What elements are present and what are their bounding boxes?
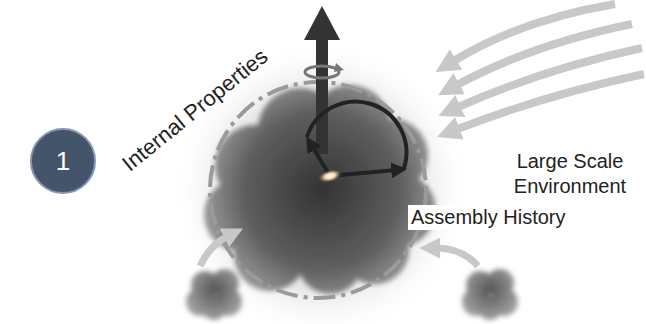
annotation-label: Assembly History bbox=[408, 205, 568, 230]
subhalo-cloud bbox=[462, 269, 518, 320]
merger-arrows bbox=[200, 236, 478, 266]
angle-arc bbox=[307, 102, 406, 168]
rotation-ring bbox=[305, 66, 339, 78]
rotation-head bbox=[334, 63, 344, 72]
environment-arrows bbox=[452, 4, 644, 130]
cloud-lobe bbox=[478, 296, 502, 320]
cloud-lobe bbox=[202, 296, 226, 320]
spin-head bbox=[304, 6, 340, 40]
annotation-label: Large Scale Environment bbox=[505, 149, 635, 199]
merger-arrow bbox=[200, 236, 228, 266]
subhalo-cloud bbox=[186, 269, 242, 320]
angle-marker bbox=[307, 102, 406, 176]
callout-circle: 1 bbox=[30, 128, 96, 194]
merger-arrow bbox=[436, 248, 478, 266]
inflow-arrow bbox=[455, 74, 644, 130]
spin-shaft bbox=[316, 36, 328, 154]
callout-number: 1 bbox=[56, 148, 70, 174]
central-galaxy bbox=[317, 167, 343, 185]
